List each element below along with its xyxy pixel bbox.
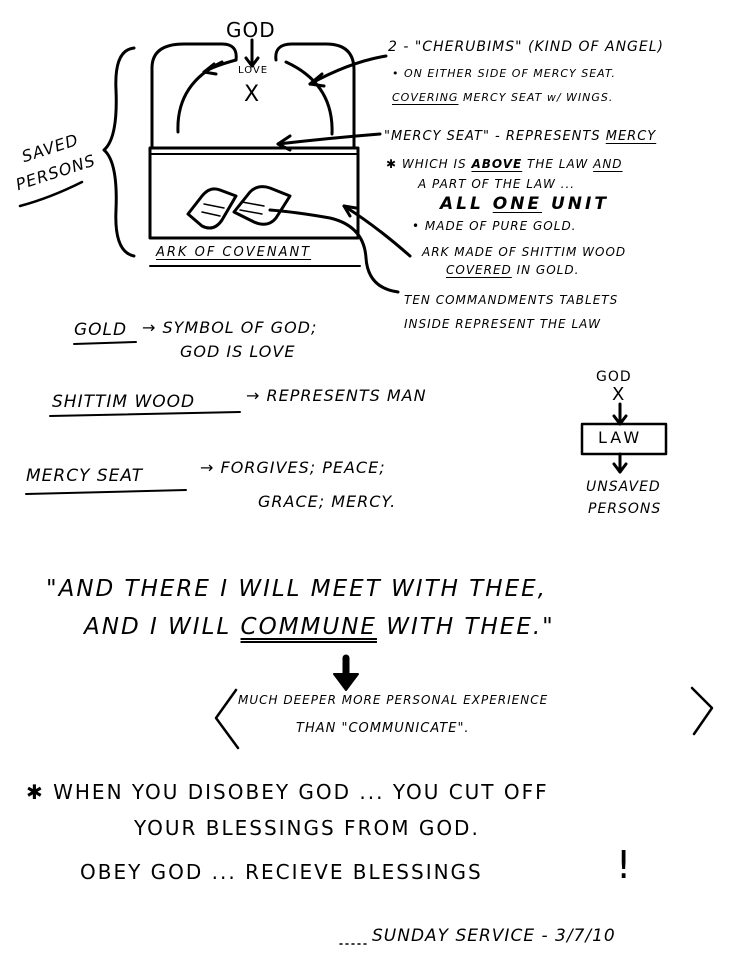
gold-definition-2: GOD IS LOVE xyxy=(180,342,296,361)
tablet-right xyxy=(232,185,292,226)
saved-persons-brace xyxy=(102,46,136,258)
pure-gold-note: • MADE OF PURE GOLD. xyxy=(412,219,577,233)
law-x-mark: X xyxy=(612,384,626,405)
ark-god-label: GOD xyxy=(226,18,276,42)
one-word: ONE xyxy=(492,194,543,214)
cherubims-cover-rest: MERCY SEAT w/ WINGS. xyxy=(458,91,614,104)
tablet-left xyxy=(186,187,238,230)
ten-commandments-note: TEN COMMANDMENTS TABLETS xyxy=(404,293,619,307)
all-one-unit-note: ALL ONE UNIT xyxy=(440,196,609,213)
above-middle: THE LAW xyxy=(522,157,594,171)
mercy-seat-arrow xyxy=(276,132,382,146)
ark-chest xyxy=(148,146,360,240)
cherubim-wings-outline xyxy=(150,42,356,150)
disobey-line-2: YOUR BLESSINGS FROM GOD. xyxy=(134,816,480,840)
covering-word: COVERING xyxy=(392,91,459,104)
cherubims-cover-note: COVERING MERCY SEAT w/ WINGS. xyxy=(392,92,613,103)
inside-law-note: INSIDE REPRESENT THE LAW xyxy=(404,317,602,331)
unsaved-label: UNSAVED xyxy=(586,479,661,495)
quote-line-2: AND I WILL COMMUNE WITH THEE." xyxy=(84,616,555,639)
cherubim-inner-wing-right xyxy=(284,60,334,136)
wood-definition: → REPRESENTS MAN xyxy=(246,386,427,405)
unit-word: UNIT xyxy=(542,194,609,214)
quote-line-1: "AND THERE I WILL MEET WITH THEE, xyxy=(46,576,547,602)
above-law-note: ✱ WHICH IS ABOVE THE LAW AND xyxy=(386,158,623,170)
persons-unsaved-label: PERSONS xyxy=(588,501,662,517)
signature: SUNDAY SERVICE - 3/7/10 xyxy=(372,926,616,946)
covered-word: COVERED xyxy=(446,263,512,277)
ark-x-mark: X xyxy=(244,82,261,107)
ark-wood-arrow xyxy=(342,204,412,258)
quote-line-2-end: WITH THEE." xyxy=(376,614,555,640)
exclaim-mark: ! xyxy=(616,843,633,887)
mercy-definition-1: → FORGIVES; PEACE; xyxy=(200,458,386,477)
law-box-label: LAW xyxy=(598,428,643,447)
gold-definition-1: → SYMBOL OF GOD; xyxy=(142,318,318,337)
cherubims-sides-note: • ON EITHER SIDE OF MERCY SEAT. xyxy=(392,67,616,80)
all-word: ALL xyxy=(440,194,493,214)
cherubims-arrow xyxy=(308,54,388,86)
ark-made-note: ARK MADE OF SHITTIM WOOD xyxy=(422,245,627,259)
above-prefix: ✱ WHICH IS xyxy=(386,157,472,171)
commune-word: COMMUNE xyxy=(240,614,377,640)
tablets-arrow xyxy=(268,208,400,294)
bracket-note-2: THAN "COMMUNICATE". xyxy=(296,721,470,736)
covered-gold-note: COVERED IN GOLD. xyxy=(446,264,579,276)
cherubims-note: 2 - "CHERUBIMS" (KIND OF ANGEL) xyxy=(388,39,665,55)
left-angle-bracket xyxy=(214,688,240,750)
law-god-label: GOD xyxy=(596,369,632,385)
mercy-definition-2: GRACE; MERCY. xyxy=(258,492,397,511)
part-of-law-note: A PART OF THE LAW ... xyxy=(418,177,576,191)
mercy-seat-term: MERCY SEAT xyxy=(26,466,144,486)
above-word: ABOVE xyxy=(471,157,523,171)
mercy-seat-note: "MERCY SEAT" - REPRESENTS MERCY xyxy=(384,130,656,143)
ark-love-label: LOVE xyxy=(238,65,269,76)
mercy-word: MERCY xyxy=(605,129,657,144)
gold-term: GOLD xyxy=(74,320,128,340)
obey-line: OBEY GOD ... RECIEVE BLESSINGS xyxy=(80,860,483,884)
law-box xyxy=(580,422,668,456)
mercy-seat-head: "MERCY SEAT" - REPRESENTS xyxy=(384,129,606,144)
and-word: AND xyxy=(593,157,623,171)
covered-rest: IN GOLD. xyxy=(511,263,580,277)
bracket-note-1: MUCH DEEPER MORE PERSONAL EXPERIENCE xyxy=(238,693,549,707)
disobey-line-1: ✱ WHEN YOU DISOBEY GOD ... YOU CUT OFF xyxy=(26,780,549,804)
quote-line-2-start: AND I WILL xyxy=(84,614,241,640)
ark-caption: ARK OF COVENANT xyxy=(156,245,312,260)
right-angle-bracket xyxy=(690,686,714,736)
wood-term: SHITTIM WOOD xyxy=(52,392,196,412)
